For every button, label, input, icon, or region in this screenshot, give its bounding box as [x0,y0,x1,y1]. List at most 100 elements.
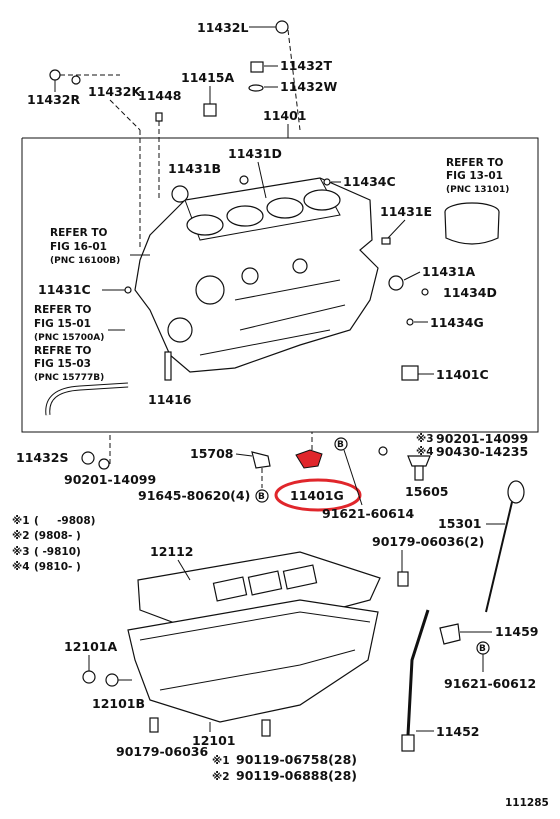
part-12101A[interactable]: 12101A [64,639,117,684]
svg-text:11431C: 11431C [38,282,91,297]
part-11431B[interactable]: 11431B [168,161,221,203]
svg-text:※2: ※2 [212,771,230,783]
svg-text:※1: ※1 [12,515,30,527]
svg-text:11416: 11416 [148,392,192,407]
svg-text:11434C: 11434C [343,174,396,189]
highlight-ellipse [274,478,362,512]
part-11416[interactable]: 11416 [148,351,192,407]
part-11401C[interactable]: 11401C [401,365,489,382]
part-90179-06036-2[interactable]: 90179-06036(2) [372,534,484,587]
svg-text:90119-06888(28): 90119-06888(28) [236,768,357,783]
svg-text:11432L: 11432L [197,20,248,35]
svg-text:11448: 11448 [138,88,182,103]
part-11452[interactable]: 11452 [401,609,480,752]
part-90119-bolts[interactable]: ※1 90119-06758(28) ※2 90119-06888(28) [212,719,357,783]
svg-text:REFER TO: REFER TO [34,304,92,316]
svg-text:※4: ※4 [12,561,30,573]
svg-text:※2: ※2 [12,530,30,542]
part-11432W[interactable]: 11432W [248,79,337,94]
part-90430-14235[interactable]: ※4 90430-14235 [416,444,528,459]
svg-text:FIG 15-03: FIG 15-03 [34,358,91,370]
part-15301[interactable]: 15301 [438,480,525,613]
part-11415A[interactable]: 11415A [181,70,234,117]
part-15708[interactable]: 15708 [190,446,271,488]
part-11434G[interactable]: 11434G [406,315,484,330]
svg-text:11434G: 11434G [430,315,484,330]
svg-text:90179-06036(2): 90179-06036(2) [372,534,484,549]
engine-block[interactable] [134,177,379,373]
svg-text:11432S: 11432S [16,450,69,465]
part-11431A[interactable]: 11431A [388,264,475,291]
svg-text:FIG 15-01: FIG 15-01 [34,318,91,330]
svg-text:( -9810): ( -9810) [34,546,81,558]
part-90179-06036[interactable]: 90179-06036 [116,717,208,759]
part-11431E[interactable]: 11431E [380,204,432,245]
part-91645-80620[interactable]: 91645-80620(4) B [138,488,269,503]
piston-reference: REFER TO FIG 13-01 (PNC 13101) [444,157,509,245]
part-11432L[interactable]: 11432L [197,20,301,131]
part-12101B[interactable]: 12101B [92,673,145,711]
svg-text:(9810- ): (9810- ) [34,561,81,573]
svg-text:FIG 16-01: FIG 16-01 [50,241,107,253]
svg-text:REFER TO: REFER TO [50,227,108,239]
svg-text:90430-14235: 90430-14235 [436,444,528,459]
svg-text:REFRE TO: REFRE TO [34,345,92,357]
svg-text:90179-06036: 90179-06036 [116,744,208,759]
svg-text:15708: 15708 [190,446,234,461]
part-11401[interactable]: 11401 [263,108,307,138]
svg-text:B: B [479,644,486,654]
svg-text:11432K: 11432K [88,84,142,99]
svg-text:11459: 11459 [495,624,539,639]
part-11459[interactable]: 11459 [439,623,539,645]
part-91621-60612[interactable]: B 91621-60612 [444,641,536,691]
part-11432K[interactable]: 11432K [71,75,142,250]
svg-text:12101: 12101 [192,733,236,748]
part-11401G[interactable]: 11401G [274,432,362,512]
part-11431C[interactable]: 11431C [38,282,132,297]
part-11432S[interactable]: 11432S [16,432,111,470]
svg-text:12101B: 12101B [92,696,145,711]
part-12101-oil-pan[interactable]: 12101 [127,599,379,748]
svg-text:12112: 12112 [150,544,194,559]
fig15-reference: REFER TO FIG 15-01 (PNC 15700A) REFRE TO… [34,304,129,416]
part-91621-60614[interactable]: B 91621-60614 [322,437,414,521]
svg-text:90201-14099: 90201-14099 [436,431,528,446]
svg-text:FIG 13-01: FIG 13-01 [446,170,503,182]
figure-number: 111285 [505,797,549,809]
svg-text:(PNC 15700A): (PNC 15700A) [34,333,104,343]
svg-text:11432T: 11432T [280,58,332,73]
svg-text:※4: ※4 [416,446,434,458]
svg-text:11434D: 11434D [443,285,497,300]
part-11432R[interactable]: 11432R [27,69,120,107]
svg-text:(PNC 15777B): (PNC 15777B) [34,373,104,383]
part-90201-14099-right[interactable]: ※3 90201-14099 [416,431,528,446]
svg-text:※3: ※3 [416,433,434,445]
svg-text:REFER TO: REFER TO [446,157,504,169]
svg-text:11431D: 11431D [228,146,282,161]
svg-text:(PNC 16100B): (PNC 16100B) [50,256,120,266]
svg-text:※3: ※3 [12,546,30,558]
svg-text:11452: 11452 [436,724,480,739]
svg-text:12101A: 12101A [64,639,117,654]
part-11434C[interactable]: 11434C [323,174,396,189]
part-90201-14099-left[interactable]: 90201-14099 [64,472,156,487]
svg-text:11431A: 11431A [422,264,475,279]
svg-text:( -9808): ( -9808) [34,515,95,527]
legend: ※1 ( -9808) ※2 (9808- ) ※3 ( -9810) ※4 (… [12,515,95,573]
svg-text:11401: 11401 [263,108,307,123]
fig16-reference: REFER TO FIG 16-01 (PNC 16100B) [50,227,150,266]
svg-text:11401C: 11401C [436,367,489,382]
part-11448[interactable]: 11448 [138,88,182,200]
part-11432T[interactable]: 11432T [250,58,332,73]
svg-text:※1: ※1 [212,755,230,767]
svg-text:11431E: 11431E [380,204,432,219]
block-frame [21,137,539,433]
part-11431D[interactable]: 11431D [228,146,282,199]
svg-text:11432R: 11432R [27,92,80,107]
svg-text:91621-60614: 91621-60614 [322,506,414,521]
svg-text:90119-06758(28): 90119-06758(28) [236,752,357,767]
part-15605[interactable]: 15605 [378,446,449,499]
svg-text:11401G: 11401G [290,488,344,503]
part-11434D[interactable]: 11434D [421,285,497,300]
